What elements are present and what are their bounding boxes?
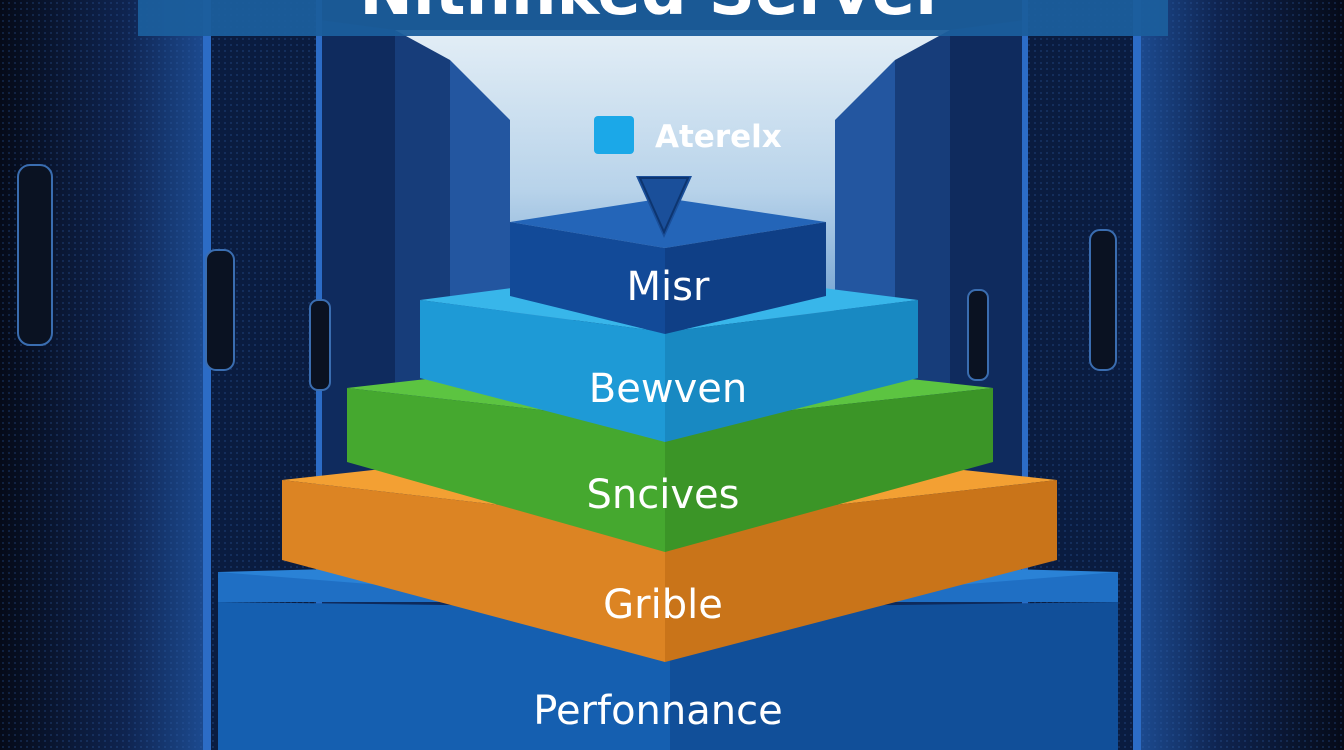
legend-swatch: [594, 116, 634, 154]
down-arrow-icon: [636, 176, 692, 238]
title-banner: Nithnked Server: [138, 0, 1168, 36]
layer-label-perfonnance: Perfonnance: [533, 688, 782, 734]
layer-label-misr: Misr: [627, 264, 710, 310]
legend: Aterelx: [594, 116, 782, 155]
diagram-title: Nithnked Server: [359, 0, 947, 30]
layer-label-grible: Grible: [603, 582, 723, 628]
layer-label-sncives: Sncives: [587, 472, 740, 518]
legend-label: Aterelx: [655, 119, 782, 155]
layer-label-bewven: Bewven: [589, 366, 747, 412]
